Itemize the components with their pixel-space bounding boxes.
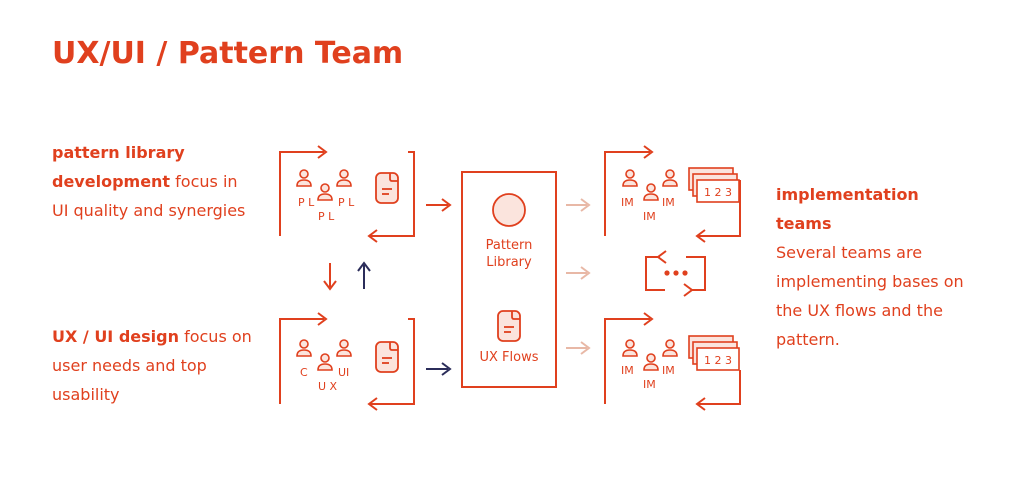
pattern-label-1: Pattern [486, 238, 533, 253]
ux-ui-document-icon [375, 341, 399, 373]
pattern-library-description: pattern library development focus in UI … [52, 138, 252, 225]
implementation-description: implementation teams Several teams are i… [776, 180, 976, 354]
impl-bottom-label-right: IM [662, 364, 675, 377]
pl-label-center: P L [318, 210, 335, 223]
pl-label-left: P L [298, 196, 315, 209]
implementation-top-cards-icon [688, 167, 740, 203]
implementation-text: Several teams are implementing bases on … [776, 243, 964, 349]
impl-top-label-center: IM [643, 210, 656, 223]
pattern-library-text: focus in UI quality and synergies [52, 172, 246, 220]
ux-flows-label: UX Flows [479, 350, 538, 365]
arrow-to-library-top-icon [426, 198, 452, 212]
impl-bottom-label-center: IM [643, 378, 656, 391]
implementation-team-top-box [604, 145, 741, 243]
ux-label-right: UI [338, 366, 349, 379]
impl-bottom-card-label: 1 2 3 [704, 354, 732, 367]
ux-ui-design-description: UX / UI design focus on user needs and t… [52, 322, 252, 409]
page-title: UX/UI / Pattern Team [52, 36, 404, 71]
ux-label-center: U X [318, 380, 338, 393]
pattern-library-column [461, 171, 557, 388]
ux-label-left: C [300, 366, 308, 379]
ux-ui-team-box [279, 312, 415, 411]
arrows-to-implementation [566, 198, 591, 355]
pattern-library-heading: pattern library development [52, 143, 185, 191]
more-teams-connector [645, 250, 706, 297]
implementation-team-bottom-box [604, 312, 741, 411]
pattern-label-2: Library [486, 255, 532, 270]
up-arrow-icon [357, 261, 371, 289]
more-teams-ellipsis-icon [664, 270, 688, 276]
impl-bottom-label-left: IM [621, 364, 634, 377]
ux-ui-design-heading: UX / UI design [52, 327, 179, 346]
impl-top-label-right: IM [662, 196, 675, 209]
impl-top-card-label: 1 2 3 [704, 186, 732, 199]
pl-label-right: P L [338, 196, 355, 209]
ux-flows-document-icon [497, 310, 521, 342]
impl-top-label-left: IM [621, 196, 634, 209]
pattern-library-team-box [279, 145, 415, 243]
pattern-library-document-icon [375, 172, 399, 204]
implementation-bottom-cards-icon [688, 335, 740, 371]
ux-ui-design-text: focus on user needs and top usability [52, 327, 252, 404]
arrow-to-library-bottom-icon [426, 362, 452, 376]
down-arrow-icon [323, 263, 337, 291]
implementation-heading: implementation teams [776, 185, 919, 233]
pattern-library-circle-icon [492, 193, 526, 227]
